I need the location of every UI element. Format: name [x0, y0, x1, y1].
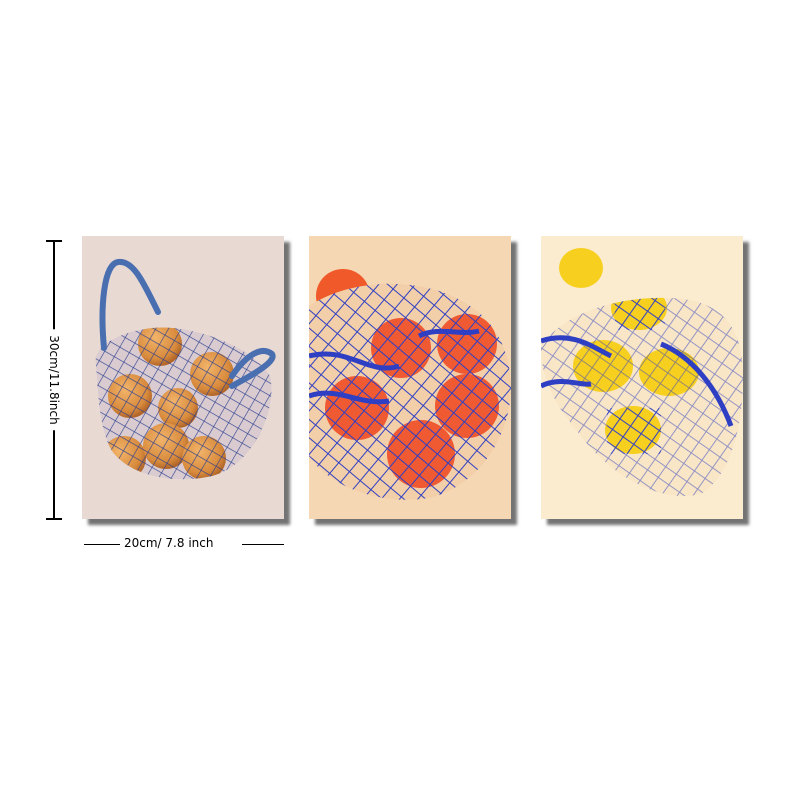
bag-handle — [99, 258, 161, 351]
width-dimension-line — [84, 544, 120, 545]
width-dimension-line — [242, 544, 284, 545]
lemons-artwork — [541, 236, 743, 519]
print-lemons — [541, 236, 743, 519]
bag-handle — [229, 347, 276, 389]
width-dimension-label: 20cm/ 7.8 inch — [124, 536, 214, 550]
print-oranges — [309, 236, 511, 519]
onions-artwork — [82, 236, 284, 519]
oranges-artwork — [309, 236, 511, 519]
height-dimension-cap — [46, 240, 62, 242]
height-dimension-cap — [46, 518, 62, 520]
height-dimension-label: 30cm/11.8inch — [45, 329, 63, 431]
print-onions — [82, 236, 284, 519]
lemon — [559, 248, 603, 288]
